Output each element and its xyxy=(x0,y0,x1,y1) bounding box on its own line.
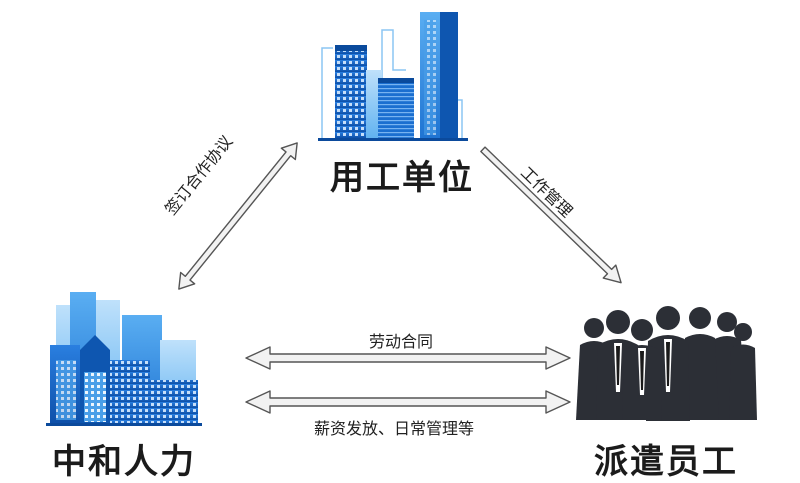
arrow-employer-employees xyxy=(480,146,622,284)
employees-title: 派遣员工 xyxy=(594,442,738,482)
employees-group-icon xyxy=(576,306,757,421)
edge-label-labor-contract: 劳动合同 xyxy=(369,332,434,351)
agency-buildings-icon xyxy=(46,292,202,426)
employer-buildings-icon xyxy=(318,12,468,141)
employer-title: 用工单位 xyxy=(330,158,474,198)
agency-title: 中和人力 xyxy=(52,442,196,482)
arrow-agency-employer xyxy=(178,142,298,290)
arrow-payroll xyxy=(245,390,571,414)
edge-label-payroll: 薪资发放、日常管理等 xyxy=(314,419,475,438)
arrow-labor-contract xyxy=(245,346,571,370)
